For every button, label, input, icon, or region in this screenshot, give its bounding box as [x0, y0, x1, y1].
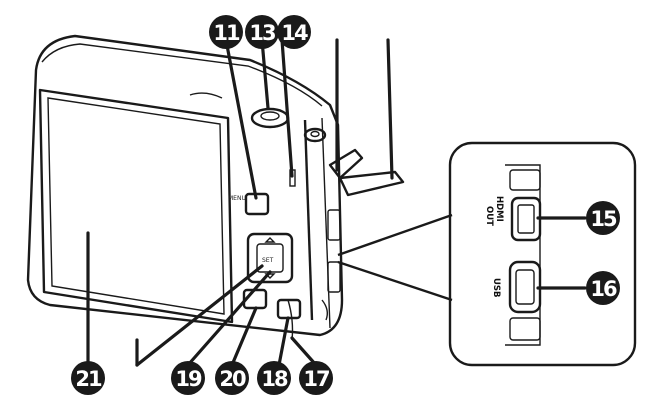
- callout-19: 19: [171, 361, 205, 395]
- svg-text:11: 11: [213, 21, 240, 45]
- svg-text:19: 19: [175, 367, 202, 391]
- callout-13: 13: [245, 15, 279, 49]
- hdmi-label: HDMI: [494, 196, 504, 222]
- callout-20: 20: [215, 361, 249, 395]
- callout-14: 14: [277, 15, 311, 49]
- callout-18: 18: [257, 361, 291, 395]
- lcd-monitor: [38, 88, 234, 324]
- callout-21: 21: [71, 361, 105, 395]
- callout-17: 17: [299, 361, 333, 395]
- svg-text:14: 14: [281, 21, 308, 45]
- svg-text:MENU: MENU: [228, 195, 246, 202]
- hdmi-label-out: OUT: [484, 206, 494, 226]
- svg-text:18: 18: [261, 367, 288, 391]
- callout-16: 16: [586, 271, 620, 305]
- svg-text:13: 13: [249, 21, 275, 45]
- ports-inset: HDMI OUT USB: [337, 141, 637, 367]
- svg-text:16: 16: [590, 277, 617, 301]
- callout-badges: 11 13 14 15 16 21 19 20: [71, 15, 620, 395]
- callout-11: 11: [209, 15, 243, 49]
- camera-body: [26, 34, 344, 337]
- set-label: SET: [262, 257, 274, 264]
- svg-text:21: 21: [75, 367, 102, 391]
- svg-text:20: 20: [219, 367, 246, 391]
- control-pad: SET: [246, 232, 294, 284]
- leader-lines: [86, 38, 587, 372]
- usb-label: USB: [491, 278, 501, 298]
- power-button: [303, 127, 327, 143]
- menu-button: [244, 192, 270, 216]
- callout-15: 15: [586, 201, 620, 235]
- top-controls: [189, 92, 327, 143]
- connector-cover: [321, 148, 405, 321]
- svg-text:17: 17: [303, 367, 329, 391]
- svg-text:15: 15: [590, 207, 617, 231]
